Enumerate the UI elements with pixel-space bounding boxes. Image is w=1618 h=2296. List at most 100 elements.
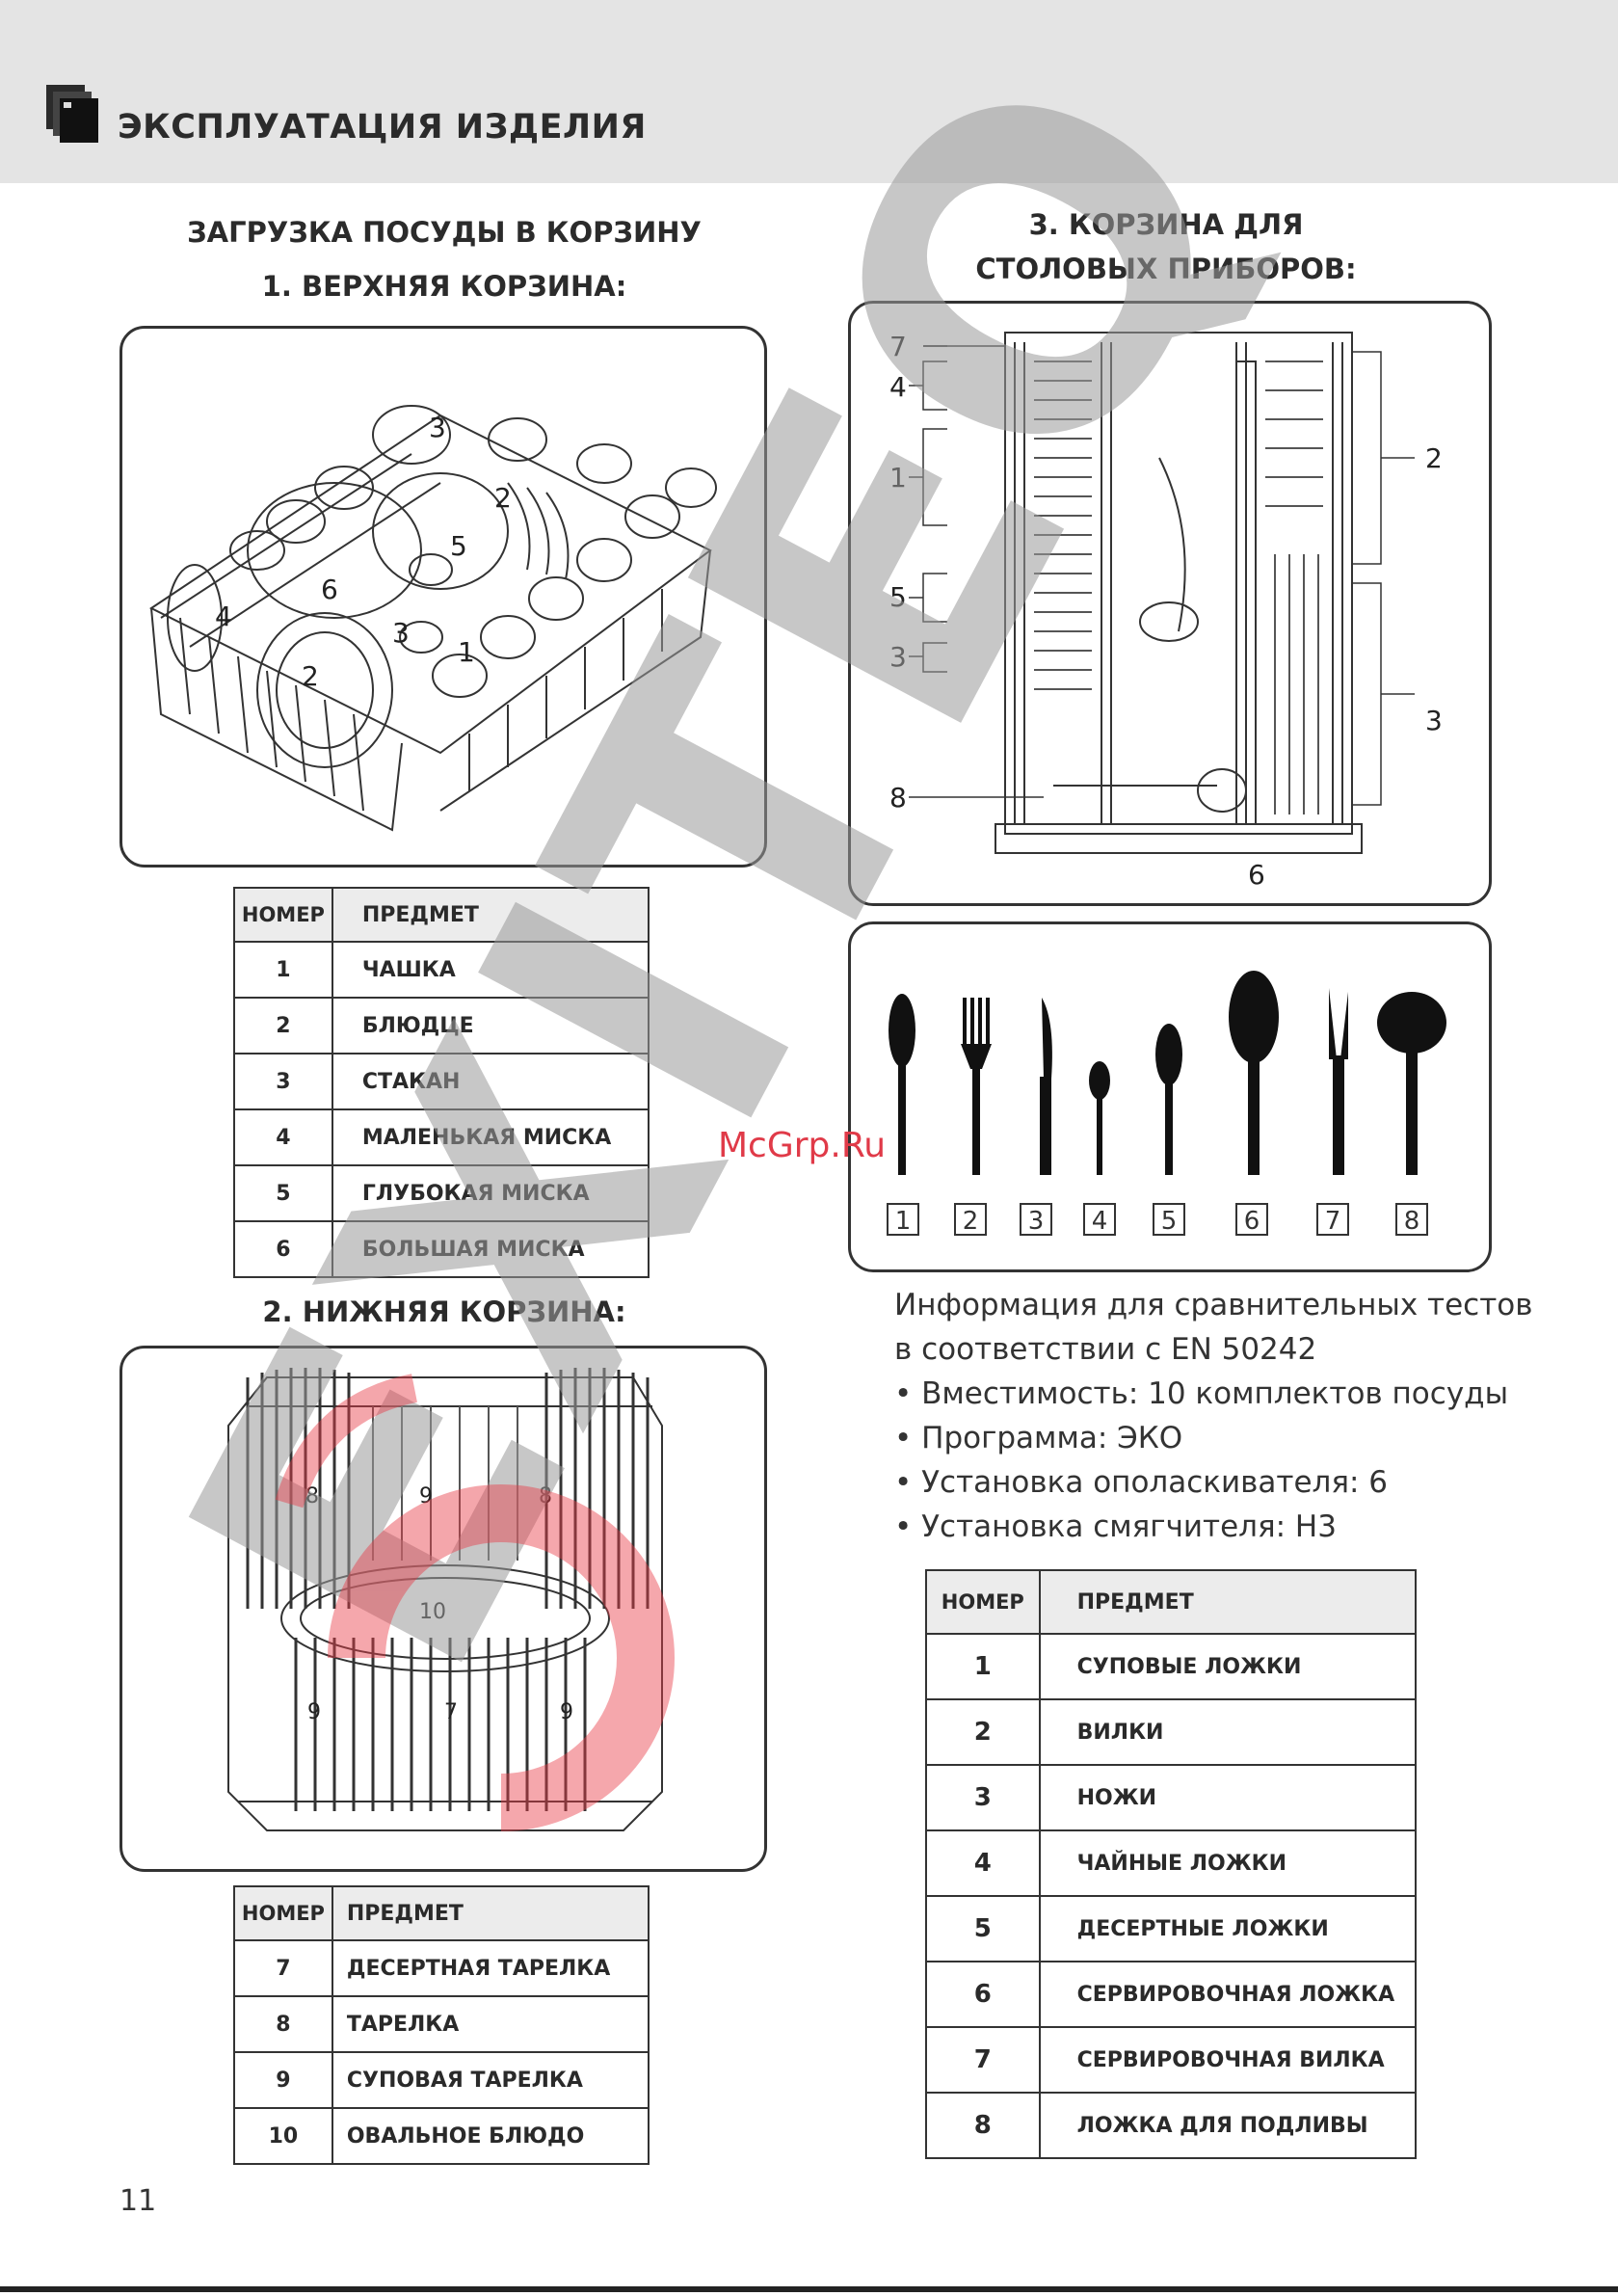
row-item: МАЛЕНЬКАЯ МИСКА (331, 1108, 650, 1166)
row-number: 6 (925, 1961, 1041, 2028)
upper-basket-drawing: 3 2 5 6 4 3 1 2 (149, 405, 717, 832)
info-bullet: • Вместимость: 10 комплектов посуды (894, 1376, 1509, 1411)
row-item: ДЕСЕРТНЫЕ ЛОЖКИ (1038, 1895, 1418, 1962)
lower-label: 9 (307, 1700, 321, 1724)
cutlery-icon-number: 7 (1325, 1207, 1341, 1236)
table-header-number: НОМЕР (233, 1885, 333, 1941)
dessert-spoon-icon (1155, 1024, 1182, 1175)
table-header-row: НОМЕР ПРЕДМЕТ (233, 887, 650, 943)
cutlery-items-drawing: 1 2 3 4 5 6 7 8 (887, 971, 1446, 1236)
row-number: 2 (925, 1698, 1041, 1766)
row-item: ЛОЖКА ДЛЯ ПОДЛИВЫ (1038, 2092, 1418, 2159)
row-item: СУПОВАЯ ТАРЕЛКА (331, 2051, 650, 2109)
table-header-number: НОМЕР (233, 887, 333, 943)
row-number: 9 (233, 2051, 333, 2109)
cutlery-title-line1: 3. КОРЗИНА ДЛЯ (1028, 208, 1304, 241)
cutlery-label: 8 (889, 782, 907, 814)
upper-label: 1 (458, 636, 475, 668)
table-header-item: ПРЕДМЕТ (331, 1885, 650, 1941)
row-item: ВИЛКИ (1038, 1698, 1418, 1766)
row-number: 8 (233, 1995, 333, 2053)
lower-basket-title: 2. НИЖНЯЯ КОРЗИНА: (262, 1295, 626, 1328)
lower-basket-figure: 8 9 8 10 9 7 9 (119, 1346, 767, 1872)
serving-fork-icon (1329, 988, 1348, 1175)
upper-label: 2 (494, 482, 512, 514)
section-title: ЭКСПЛУАТАЦИЯ ИЗДЕЛИЯ (118, 108, 647, 147)
row-number: 4 (925, 1829, 1041, 1897)
row-item: ТАРЕЛКА (331, 1995, 650, 2053)
upper-label: 4 (215, 601, 232, 632)
cutlery-items-figure: 1 2 3 4 5 6 7 8 (848, 921, 1492, 1272)
upper-label: 5 (450, 530, 467, 562)
cutlery-icon-number: 8 (1404, 1207, 1420, 1236)
row-number: 5 (233, 1164, 333, 1222)
table-header-row: НОМЕР ПРЕДМЕТ (233, 1885, 650, 1941)
row-item: ЧАЙНЫЕ ЛОЖКИ (1038, 1829, 1418, 1897)
row-item: ЧАШКА (331, 941, 650, 999)
cutlery-icon-number: 6 (1244, 1207, 1260, 1236)
lower-label: 10 (419, 1600, 446, 1624)
fork-icon (961, 998, 992, 1175)
row-number: 1 (925, 1633, 1041, 1700)
cutlery-basket-drawing: 7 4 1 5 3 8 2 3 6 (889, 331, 1443, 891)
row-item: ДЕСЕРТНАЯ ТАРЕЛКА (331, 1939, 650, 1997)
cutlery-label: 4 (889, 371, 907, 403)
row-number: 4 (233, 1108, 333, 1166)
row-item: ГЛУБОКАЯ МИСКА (331, 1164, 650, 1222)
soup-spoon-icon (889, 994, 915, 1175)
row-number: 6 (233, 1220, 333, 1278)
row-number: 1 (233, 941, 333, 999)
page-header: ЭКСПЛУАТАЦИЯ ИЗДЕЛИЯ (0, 0, 1618, 183)
upper-label: 3 (392, 617, 410, 649)
manual-book-icon (46, 85, 98, 143)
info-line-1: Информация для сравнительных тестов (894, 1288, 1533, 1322)
cutlery-icon-number: 5 (1161, 1207, 1178, 1236)
lower-label: 9 (560, 1700, 573, 1724)
cutlery-title-line2: СТОЛОВЫХ ПРИБОРОВ: (975, 253, 1357, 285)
cutlery-icon-number: 4 (1092, 1207, 1108, 1236)
row-item: БЛЮДЦЕ (331, 997, 650, 1055)
row-number: 8 (925, 2092, 1041, 2159)
table-header-item: ПРЕДМЕТ (1038, 1569, 1418, 1635)
table-header-item: ПРЕДМЕТ (331, 887, 650, 943)
row-number: 3 (925, 1764, 1041, 1831)
lower-basket-drawing: 8 9 8 10 9 7 9 (227, 1368, 663, 1831)
cutlery-label: 6 (1248, 859, 1265, 891)
row-number: 5 (925, 1895, 1041, 1962)
cutlery-label: 5 (889, 581, 907, 613)
cutlery-label: 3 (889, 641, 907, 673)
teaspoon-icon (1089, 1061, 1110, 1175)
cutlery-basket-figure: 7 4 1 5 3 8 2 3 6 (848, 301, 1492, 906)
upper-label: 2 (302, 660, 319, 692)
lower-label: 8 (539, 1484, 552, 1508)
info-bullet: • Установка ополаскивателя: 6 (894, 1465, 1389, 1500)
lower-label: 9 (419, 1484, 433, 1508)
row-item: НОЖИ (1038, 1764, 1418, 1831)
cutlery-icon-number: 1 (895, 1207, 912, 1236)
gravy-ladle-icon (1377, 992, 1446, 1175)
row-item: ОВАЛЬНОЕ БЛЮДО (331, 2107, 650, 2165)
row-number: 2 (233, 997, 333, 1055)
info-bullet: • Установка смягчителя: Н3 (894, 1509, 1337, 1544)
row-number: 7 (233, 1939, 333, 1997)
loading-title: ЗАГРУЗКА ПОСУДЫ В КОРЗИНУ (187, 216, 702, 249)
lower-label: 8 (305, 1484, 319, 1508)
table-header-number: НОМЕР (925, 1569, 1041, 1635)
row-item: СТАКАН (331, 1053, 650, 1110)
cutlery-label: 1 (889, 462, 907, 494)
upper-label: 6 (321, 574, 338, 605)
